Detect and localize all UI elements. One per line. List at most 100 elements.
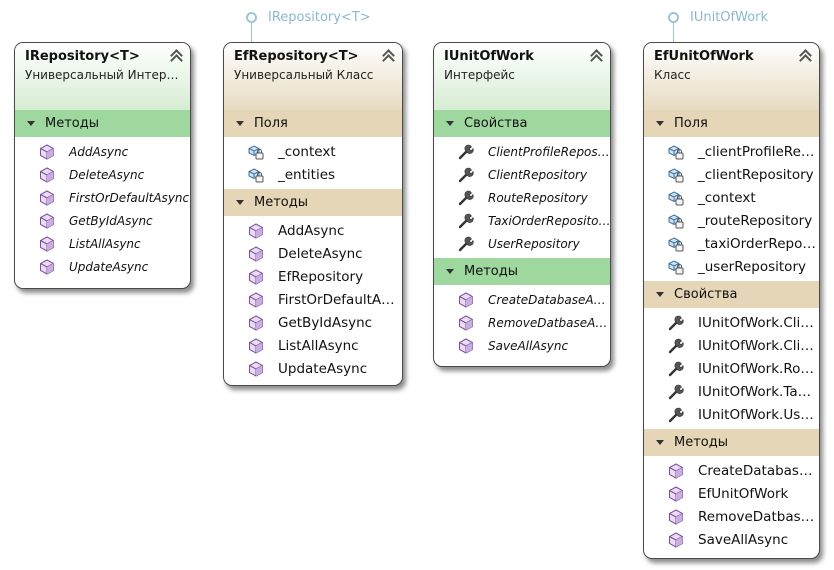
expand-triangle-icon xyxy=(446,121,454,126)
field-lock-icon xyxy=(668,213,684,229)
field-item[interactable]: _taxiOrderRepo… xyxy=(644,232,819,255)
method-item[interactable]: CreateDatabaseA… xyxy=(434,288,610,311)
property-item[interactable]: RouteRepository xyxy=(434,186,610,209)
method-cube-icon xyxy=(458,314,474,331)
method-cube-icon xyxy=(39,212,55,229)
method-cube-icon xyxy=(248,268,264,285)
method-cube-icon xyxy=(458,337,474,354)
method-item[interactable]: SaveAllAsync xyxy=(644,528,819,551)
field-lock-icon xyxy=(668,144,684,160)
property-item[interactable]: ClientRepository xyxy=(434,163,610,186)
method-item[interactable]: EfUnitOfWork xyxy=(644,482,819,505)
card-iunitofwork[interactable]: IUnitOfWork Интерфейс Свойства ClientPro… xyxy=(433,42,611,367)
method-cube-icon xyxy=(668,485,684,502)
collapse-chevron-icon[interactable] xyxy=(590,49,602,63)
property-wrench-icon xyxy=(458,236,474,252)
property-item[interactable]: IUnitOfWork.Cli… xyxy=(644,334,819,357)
lollipop-label: IRepository<T> xyxy=(268,10,371,25)
section-header-methods[interactable]: Методы xyxy=(644,429,819,456)
card-efrepository[interactable]: EfRepository<T> Универсальный Класс Поля… xyxy=(223,42,403,386)
property-item[interactable]: UserRepository xyxy=(434,232,610,255)
method-item[interactable]: FirstOrDefaultA… xyxy=(224,288,402,311)
member-label: RemoveDatbaseA… xyxy=(488,315,608,330)
card-irepository[interactable]: IRepository<T> Универсальный Интер… Мето… xyxy=(14,42,191,289)
property-wrench-icon xyxy=(668,338,684,354)
card-title: EfUnitOfWork xyxy=(654,49,754,64)
field-lock-icon xyxy=(248,167,264,183)
property-wrench-icon xyxy=(668,384,684,400)
field-lock-icon xyxy=(668,236,684,252)
method-cube-icon xyxy=(39,189,55,206)
section-header-properties[interactable]: Свойства xyxy=(434,110,610,137)
method-cube-icon xyxy=(39,166,55,183)
property-wrench-icon xyxy=(668,315,684,331)
member-list: _clientProfileRe…_clientRepository_conte… xyxy=(644,137,819,281)
member-list: CreateDatabaseA… RemoveDatbaseA… SaveAllAs… xyxy=(434,285,610,360)
method-item[interactable]: UpdateAsync xyxy=(15,255,190,278)
method-item[interactable]: UpdateAsync xyxy=(224,357,402,380)
section-header-fields[interactable]: Поля xyxy=(224,110,402,137)
property-item[interactable]: IUnitOfWork.Cli… xyxy=(644,311,819,334)
member-label: CreateDatabas… xyxy=(698,462,813,479)
card-efunitofwork[interactable]: EfUnitOfWork Класс Поля _clientProfileRe… xyxy=(643,42,820,559)
collapse-chevron-icon[interactable] xyxy=(170,49,182,63)
method-cube-icon xyxy=(248,291,264,308)
property-wrench-icon xyxy=(668,361,684,377)
field-item[interactable]: _context xyxy=(644,186,819,209)
method-cube-icon xyxy=(248,360,264,377)
method-cube-icon xyxy=(248,314,264,331)
member-label: FirstOrDefaultA… xyxy=(278,291,395,308)
method-item[interactable]: DeleteAsync xyxy=(224,242,402,265)
method-item[interactable]: ListAllAsync xyxy=(15,232,190,255)
method-item[interactable]: RemoveDatbaseA… xyxy=(434,311,610,334)
field-item[interactable]: _clientProfileRe… xyxy=(644,140,819,163)
method-item[interactable]: GetByIdAsync xyxy=(15,209,190,232)
member-label: SaveAllAsync xyxy=(698,531,789,548)
property-item[interactable]: ClientProfileRepos… xyxy=(434,140,610,163)
method-item[interactable]: DeleteAsync xyxy=(15,163,190,186)
property-item[interactable]: IUnitOfWork.Ro… xyxy=(644,357,819,380)
member-label: ClientProfileRepos… xyxy=(488,144,610,159)
field-item[interactable]: _routeRepository xyxy=(644,209,819,232)
field-item[interactable]: _context xyxy=(224,140,402,163)
method-item[interactable]: ListAllAsync xyxy=(224,334,402,357)
method-item[interactable]: GetByIdAsync xyxy=(224,311,402,334)
property-wrench-icon xyxy=(458,190,474,206)
member-label: GetByIdAsync xyxy=(69,213,153,228)
field-item[interactable]: _userRepository xyxy=(644,255,819,278)
method-item[interactable]: CreateDatabas… xyxy=(644,459,819,482)
method-cube-icon xyxy=(248,222,264,239)
method-item[interactable]: AddAsync xyxy=(15,140,190,163)
lollipop-ring-icon xyxy=(246,12,257,23)
section-header-methods[interactable]: Методы xyxy=(224,189,402,216)
expand-triangle-icon xyxy=(656,440,664,445)
card-subtitle: Универсальный Класс xyxy=(234,68,374,82)
property-item[interactable]: IUnitOfWork.Ta… xyxy=(644,380,819,403)
member-label: IUnitOfWork.Ro… xyxy=(698,360,814,377)
method-cube-icon xyxy=(39,258,55,275)
property-item[interactable]: IUnitOfWork.Us… xyxy=(644,403,819,426)
expand-triangle-icon xyxy=(27,121,35,126)
section-header-fields[interactable]: Поля xyxy=(644,110,819,137)
method-cube-icon xyxy=(668,508,684,525)
field-lock-icon xyxy=(668,190,684,206)
section-header-methods[interactable]: Методы xyxy=(434,258,610,285)
method-item[interactable]: SaveAllAsync xyxy=(434,334,610,357)
method-cube-icon xyxy=(668,531,684,548)
expand-triangle-icon xyxy=(656,292,664,297)
method-item[interactable]: FirstOrDefaultAsync xyxy=(15,186,190,209)
method-item[interactable]: AddAsync xyxy=(224,219,402,242)
member-label: DeleteAsync xyxy=(278,245,363,262)
property-wrench-icon xyxy=(458,167,474,183)
lollipop-label: IUnitOfWork xyxy=(690,10,769,25)
collapse-chevron-icon[interactable] xyxy=(799,49,811,63)
field-item[interactable]: _clientRepository xyxy=(644,163,819,186)
property-item[interactable]: TaxiOrderReposito… xyxy=(434,209,610,232)
section-header-properties[interactable]: Свойства xyxy=(644,281,819,308)
member-label: ClientRepository xyxy=(488,167,588,182)
field-item[interactable]: _entities xyxy=(224,163,402,186)
method-item[interactable]: EfRepository xyxy=(224,265,402,288)
collapse-chevron-icon[interactable] xyxy=(382,49,394,63)
method-item[interactable]: RemoveDatbas… xyxy=(644,505,819,528)
section-header-methods[interactable]: Методы xyxy=(15,110,190,137)
